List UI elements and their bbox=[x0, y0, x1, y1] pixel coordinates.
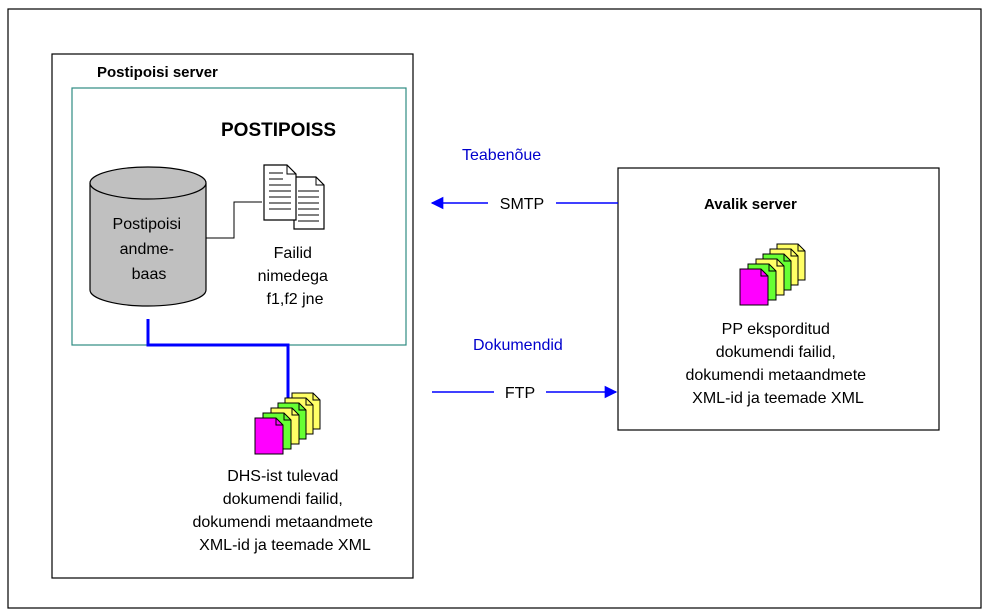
db-documents-connector bbox=[146, 319, 290, 402]
ftp-label: FTP bbox=[505, 385, 535, 402]
postipoisi-server-title: Postipoisi server bbox=[97, 64, 218, 81]
postipoiss-title: POSTIPOISS bbox=[221, 120, 336, 141]
database-label: Postipoisi andme- baas bbox=[113, 216, 186, 283]
text-documents-icon bbox=[263, 164, 325, 230]
database-icon bbox=[89, 166, 207, 307]
request-label: Teabenõue bbox=[462, 147, 541, 164]
avalik-files-label: PP eksporditud dokumendi failid, dokumen… bbox=[685, 321, 870, 407]
dhs-files-label: DHS-ist tulevad dokumendi failid, dokume… bbox=[192, 468, 377, 554]
documents-label: Dokumendid bbox=[473, 337, 563, 354]
avalik-server-title: Avalik server bbox=[704, 196, 797, 213]
smtp-label: SMTP bbox=[500, 196, 544, 213]
avalik-server-box bbox=[617, 167, 940, 431]
db-files-connector bbox=[206, 201, 262, 239]
files-named-label: Failid nimedega f1,f2 jne bbox=[258, 245, 333, 308]
